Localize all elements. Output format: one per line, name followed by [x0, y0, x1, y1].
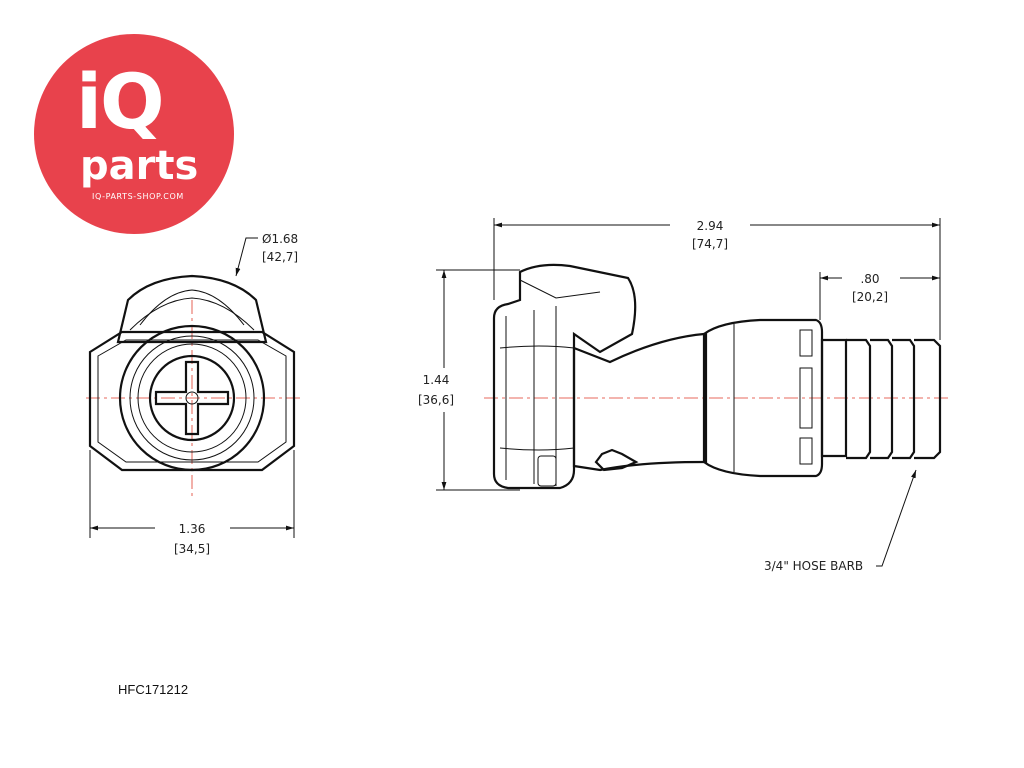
front-view: Ø1.68 [42,7] 1.36 [34,5] [86, 232, 300, 556]
side-callout-text: 3/4" HOSE BARB [764, 559, 863, 573]
side-collar-slot-bottom [799, 437, 813, 465]
part-number: HFC171212 [118, 682, 188, 697]
front-width-mm: [34,5] [174, 542, 210, 556]
front-valve-center [185, 391, 199, 405]
logo-iq-text: iQ [76, 57, 165, 146]
side-latch-tab [537, 455, 557, 487]
front-hex-body [88, 330, 296, 472]
side-collar-slot-mid [799, 367, 813, 429]
side-barb-ring-4 [914, 338, 942, 460]
side-coupling-head [492, 263, 637, 490]
logo-url-text: IQ-PARTS-SHOP.COM [92, 192, 184, 201]
iq-parts-logo: iQ parts IQ-PARTS-SHOP.COM [34, 34, 234, 234]
side-callout-leader [876, 469, 917, 567]
side-barb-ring-2 [870, 338, 894, 460]
side-head-band-bottom [499, 447, 575, 451]
front-ring-2 [129, 335, 255, 461]
front-diameter-mm: [42,7] [262, 250, 298, 264]
side-collar-slot-top [799, 329, 813, 357]
logo-parts-text: parts [80, 143, 199, 189]
front-width-inch: 1.36 [179, 522, 206, 536]
side-head-band-top [499, 345, 575, 349]
side-body [572, 332, 708, 472]
front-ring-3 [137, 343, 247, 453]
side-collar [702, 318, 824, 478]
side-height-mm: [36,6] [418, 393, 454, 407]
front-cap-arc-inner [139, 289, 245, 326]
side-barb-base [820, 338, 848, 458]
side-barb-ring-3 [892, 338, 916, 460]
side-view: 2.94 [74,7] .80 [20,2] 1.44 [36,6] 3/4" … [418, 218, 950, 573]
front-valve-ring [148, 354, 236, 442]
front-outer-ring [118, 324, 266, 472]
front-diameter-inch: Ø1.68 [262, 232, 298, 246]
front-diameter-leader [235, 237, 258, 277]
side-latch [519, 279, 601, 299]
side-barb-inch: .80 [860, 272, 879, 286]
front-top-cap [116, 274, 268, 344]
side-length-mm: [74,7] [692, 237, 728, 251]
side-height-inch: 1.44 [423, 373, 450, 387]
side-barb-mm: [20,2] [852, 290, 888, 304]
side-arrow-mark [594, 448, 639, 472]
side-length-inch: 2.94 [697, 219, 724, 233]
front-valve-cross [154, 360, 230, 436]
side-barb-ring-1 [846, 338, 872, 460]
